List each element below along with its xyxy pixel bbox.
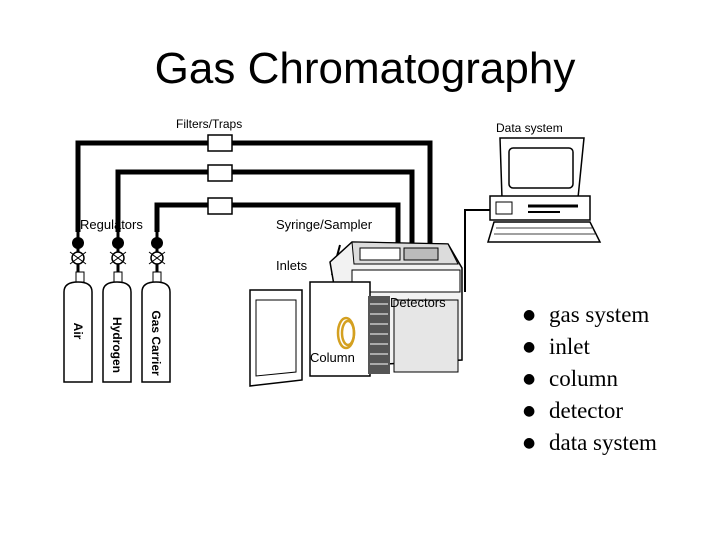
cylinder-air <box>63 271 93 383</box>
bullet-item: ● data system <box>523 430 713 456</box>
bullet-text: column <box>549 366 618 391</box>
data-cable <box>464 209 490 292</box>
cylinder-label-gas-carrier: Gas Carrier <box>149 310 163 376</box>
regulator-icon <box>109 232 127 275</box>
regulators-label: Regulators <box>80 217 143 232</box>
bullet-item: ● inlet <box>523 334 713 360</box>
bullet-icon: ● <box>523 307 536 323</box>
cylinder-label-hydrogen: Hydrogen <box>110 317 124 373</box>
syringe-sampler-label: Syringe/Sampler <box>276 217 373 232</box>
bullet-icon: ● <box>523 371 536 387</box>
bullet-item: ● column <box>523 366 713 392</box>
gas-lines <box>75 140 433 262</box>
bullet-icon: ● <box>523 403 536 419</box>
column-label: Column <box>310 350 355 365</box>
gas-cylinders <box>63 271 171 383</box>
bullet-icon: ● <box>523 339 536 355</box>
bullet-text: data system <box>549 430 657 455</box>
bullet-list: ● gas system ● inlet ● column ● detector… <box>523 302 713 462</box>
bullet-item: ● detector <box>523 398 713 424</box>
bullet-item: ● gas system <box>523 302 713 328</box>
column-coil-icon <box>336 316 356 350</box>
filter-trap <box>207 164 233 182</box>
filter-traps <box>207 134 233 215</box>
bullet-text: inlet <box>549 334 590 359</box>
regulator-icon <box>148 232 166 275</box>
detectors-label: Detectors <box>390 295 446 310</box>
cylinder-gas-carrier <box>141 271 171 383</box>
cylinder-label-air: Air <box>71 323 85 340</box>
bullet-text: gas system <box>549 302 650 327</box>
regulators <box>69 232 166 275</box>
bullet-icon: ● <box>523 435 536 451</box>
regulator-icon <box>69 232 87 275</box>
cylinder-hydrogen <box>102 271 132 383</box>
bullet-text: detector <box>549 398 624 423</box>
filter-trap <box>207 197 233 215</box>
computer-icon <box>486 137 602 243</box>
slide-title: Gas Chromatography <box>154 44 576 93</box>
filter-trap <box>207 134 233 152</box>
inlets-label: Inlets <box>276 258 308 273</box>
filters-traps-label: Filters/Traps <box>176 117 242 131</box>
gc-instrument <box>249 241 463 387</box>
data-system-label: Data system <box>496 121 563 135</box>
